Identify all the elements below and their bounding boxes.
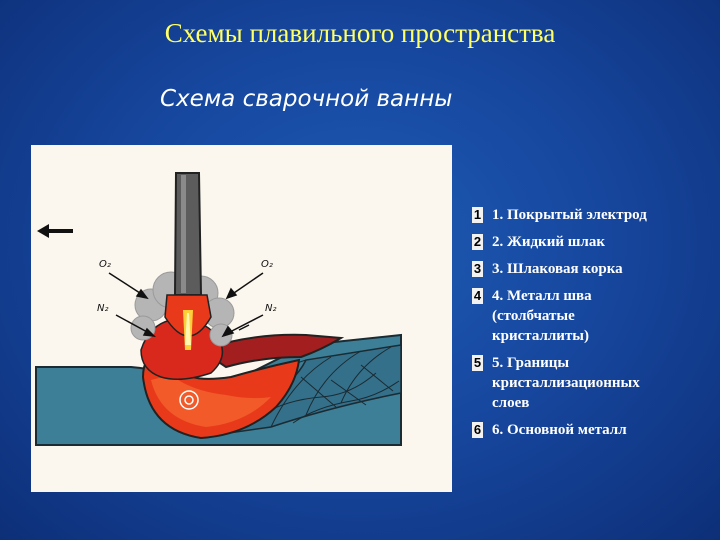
slide-title: Схемы плавильного пространства (164, 18, 556, 48)
weld-pool-diagram: O₂ O₂ N₂ N₂ (31, 145, 452, 492)
legend-text: 2. Жидкий шлак (492, 234, 605, 250)
legend-text: 6. Основной металл (492, 422, 627, 438)
legend-item: 1 1. Покрытый электрод (462, 205, 712, 225)
label-n2-left: N₂ (97, 303, 109, 314)
legend-text: 4. Металл шва (столбчатые кристаллиты) (492, 288, 592, 344)
diagram-legend: 1 1. Покрытый электрод 2 2. Жидкий шлак … (462, 205, 712, 447)
legend-marker: 3 (472, 261, 483, 277)
legend-item: 3 3. Шлаковая корка (462, 259, 712, 279)
travel-direction-arrow (37, 224, 73, 238)
legend-marker: 2 (472, 234, 483, 250)
weld-swirl (179, 390, 199, 410)
slag-crust (198, 333, 345, 369)
legend-item: 5 5. Границы кристаллизационных слоев (462, 353, 712, 413)
legend-text: 3. Шлаковая корка (492, 261, 623, 277)
legend-item: 4 4. Металл шва (столбчатые кристаллиты) (462, 286, 712, 346)
label-o2-right: O₂ (261, 259, 273, 270)
legend-text: 5. Границы кристаллизационных слоев (492, 355, 640, 411)
gas-arrows (108, 272, 264, 338)
label-o2-left: O₂ (99, 259, 111, 270)
legend-item: 2 2. Жидкий шлак (462, 232, 712, 252)
legend-marker: 6 (472, 422, 483, 438)
legend-marker: 5 (472, 355, 483, 371)
legend-item: 6 6. Основной металл (462, 420, 712, 440)
legend-marker: 4 (472, 288, 483, 304)
coated-electrode (164, 172, 212, 350)
molten-pool-inner (151, 375, 271, 427)
label-n2-right: N₂ (265, 303, 277, 314)
slide-subtitle: Схема сварочной ванны (160, 86, 453, 112)
legend-marker: 1 (472, 207, 483, 223)
legend-text: 1. Покрытый электрод (492, 207, 647, 223)
